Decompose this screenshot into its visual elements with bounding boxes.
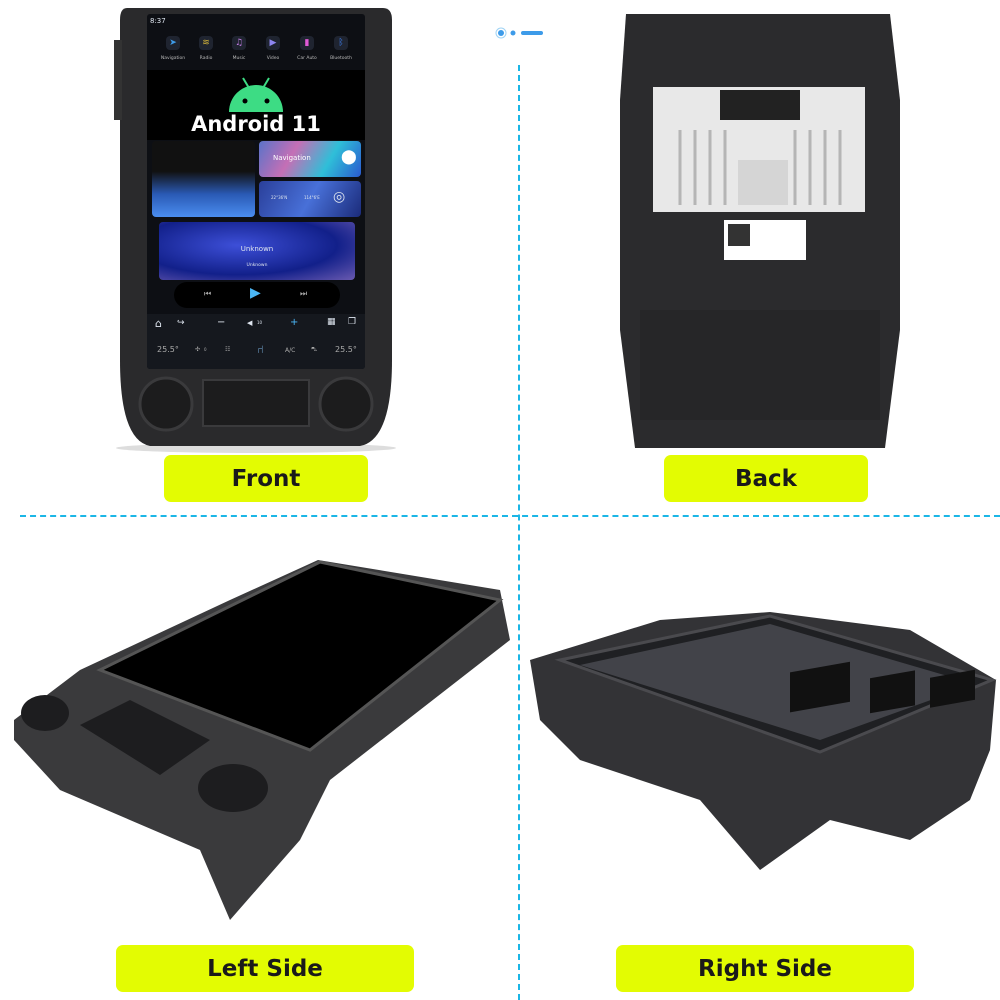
vertical-divider <box>518 65 520 1000</box>
apps-grid-icon[interactable]: ▦ <box>327 317 336 327</box>
temperature-left[interactable]: 25.5° <box>157 345 179 354</box>
compass-icon: ◎ <box>333 189 346 205</box>
media-title: Unknown <box>240 245 274 253</box>
app-label: Car Auto <box>297 56 317 61</box>
volume-up-icon[interactable]: + <box>290 317 299 328</box>
defrost-icon[interactable]: ☷ <box>225 346 231 353</box>
volume-down-icon[interactable]: − <box>217 317 226 328</box>
back-unit-image <box>620 14 900 448</box>
app-label: Radio <box>199 56 213 61</box>
app-label: Video <box>266 56 280 61</box>
fan-level: 0 <box>204 347 207 352</box>
bottom-bar: ⌂ ↪ − ◀ 10 + ▦ ❐ 25.5° ✣ 0 ☷ ⑁ A/C ⛍ 25.… <box>147 314 365 369</box>
left-side-image <box>14 560 510 920</box>
media-card[interactable]: Unknown Unknown <box>159 222 355 280</box>
left-side-label: Left Side <box>116 945 414 992</box>
right-side-label: Right Side <box>616 945 914 992</box>
ac-button[interactable]: A/C <box>285 347 296 354</box>
volume-level: 10 <box>257 320 263 325</box>
head-unit-screen[interactable]: 8:37 ➤ ≋ ♫ ▶ ▮ ᛒ Navigation Radio Music … <box>147 14 365 369</box>
android-logo-icon <box>229 77 283 112</box>
compass-card: 22°36'N 114°6'E ◎ <box>259 181 361 217</box>
carousel-indicator[interactable] <box>495 24 545 43</box>
recirculation-icon[interactable]: ⛍ <box>311 346 318 353</box>
car-auto-icon[interactable]: ▮ <box>300 36 314 50</box>
location-pin-icon: ⬤ <box>341 149 357 165</box>
bluetooth-icon[interactable]: ᛒ <box>334 36 348 50</box>
home-icon[interactable]: ⌂ <box>155 317 162 330</box>
android-banner: Android 11 <box>147 70 365 140</box>
radio-icon[interactable]: ≋ <box>199 36 213 50</box>
clock: 8:37 <box>150 17 166 25</box>
latitude: 22°36'N <box>271 195 288 200</box>
next-icon[interactable]: ⏭ <box>300 289 308 298</box>
media-artist: Unknown <box>246 263 268 268</box>
front-label: Front <box>164 455 368 502</box>
navigation-arrow-icon[interactable]: ➤ <box>166 36 180 50</box>
app-label: Bluetooth <box>330 56 352 61</box>
chart-widget <box>152 141 255 217</box>
temperature-right[interactable]: 25.5° <box>335 345 357 354</box>
previous-icon[interactable]: ⏮ <box>204 289 212 298</box>
media-controls: ⏮ ▶ ⏭ <box>174 282 340 308</box>
app-label: Navigation <box>160 56 186 61</box>
navigation-card-label: Navigation <box>273 154 311 162</box>
app-label: Music <box>232 56 246 61</box>
speaker-icon: ◀ <box>247 319 253 327</box>
navigation-card[interactable]: Navigation ⬤ <box>259 141 361 177</box>
seat-icon[interactable]: ⑁ <box>257 343 264 356</box>
video-icon[interactable]: ▶ <box>266 36 280 50</box>
right-side-image <box>530 612 997 870</box>
back-icon[interactable]: ↪ <box>177 318 185 328</box>
back-label: Back <box>664 455 868 502</box>
longitude: 114°6'E <box>304 195 320 200</box>
horizontal-divider <box>20 515 1000 517</box>
multitask-icon[interactable]: ❐ <box>348 317 357 327</box>
music-icon[interactable]: ♫ <box>232 36 246 50</box>
play-icon[interactable]: ▶ <box>250 285 261 301</box>
android-version: Android 11 <box>191 112 321 136</box>
fan-icon[interactable]: ✣ <box>195 346 201 353</box>
